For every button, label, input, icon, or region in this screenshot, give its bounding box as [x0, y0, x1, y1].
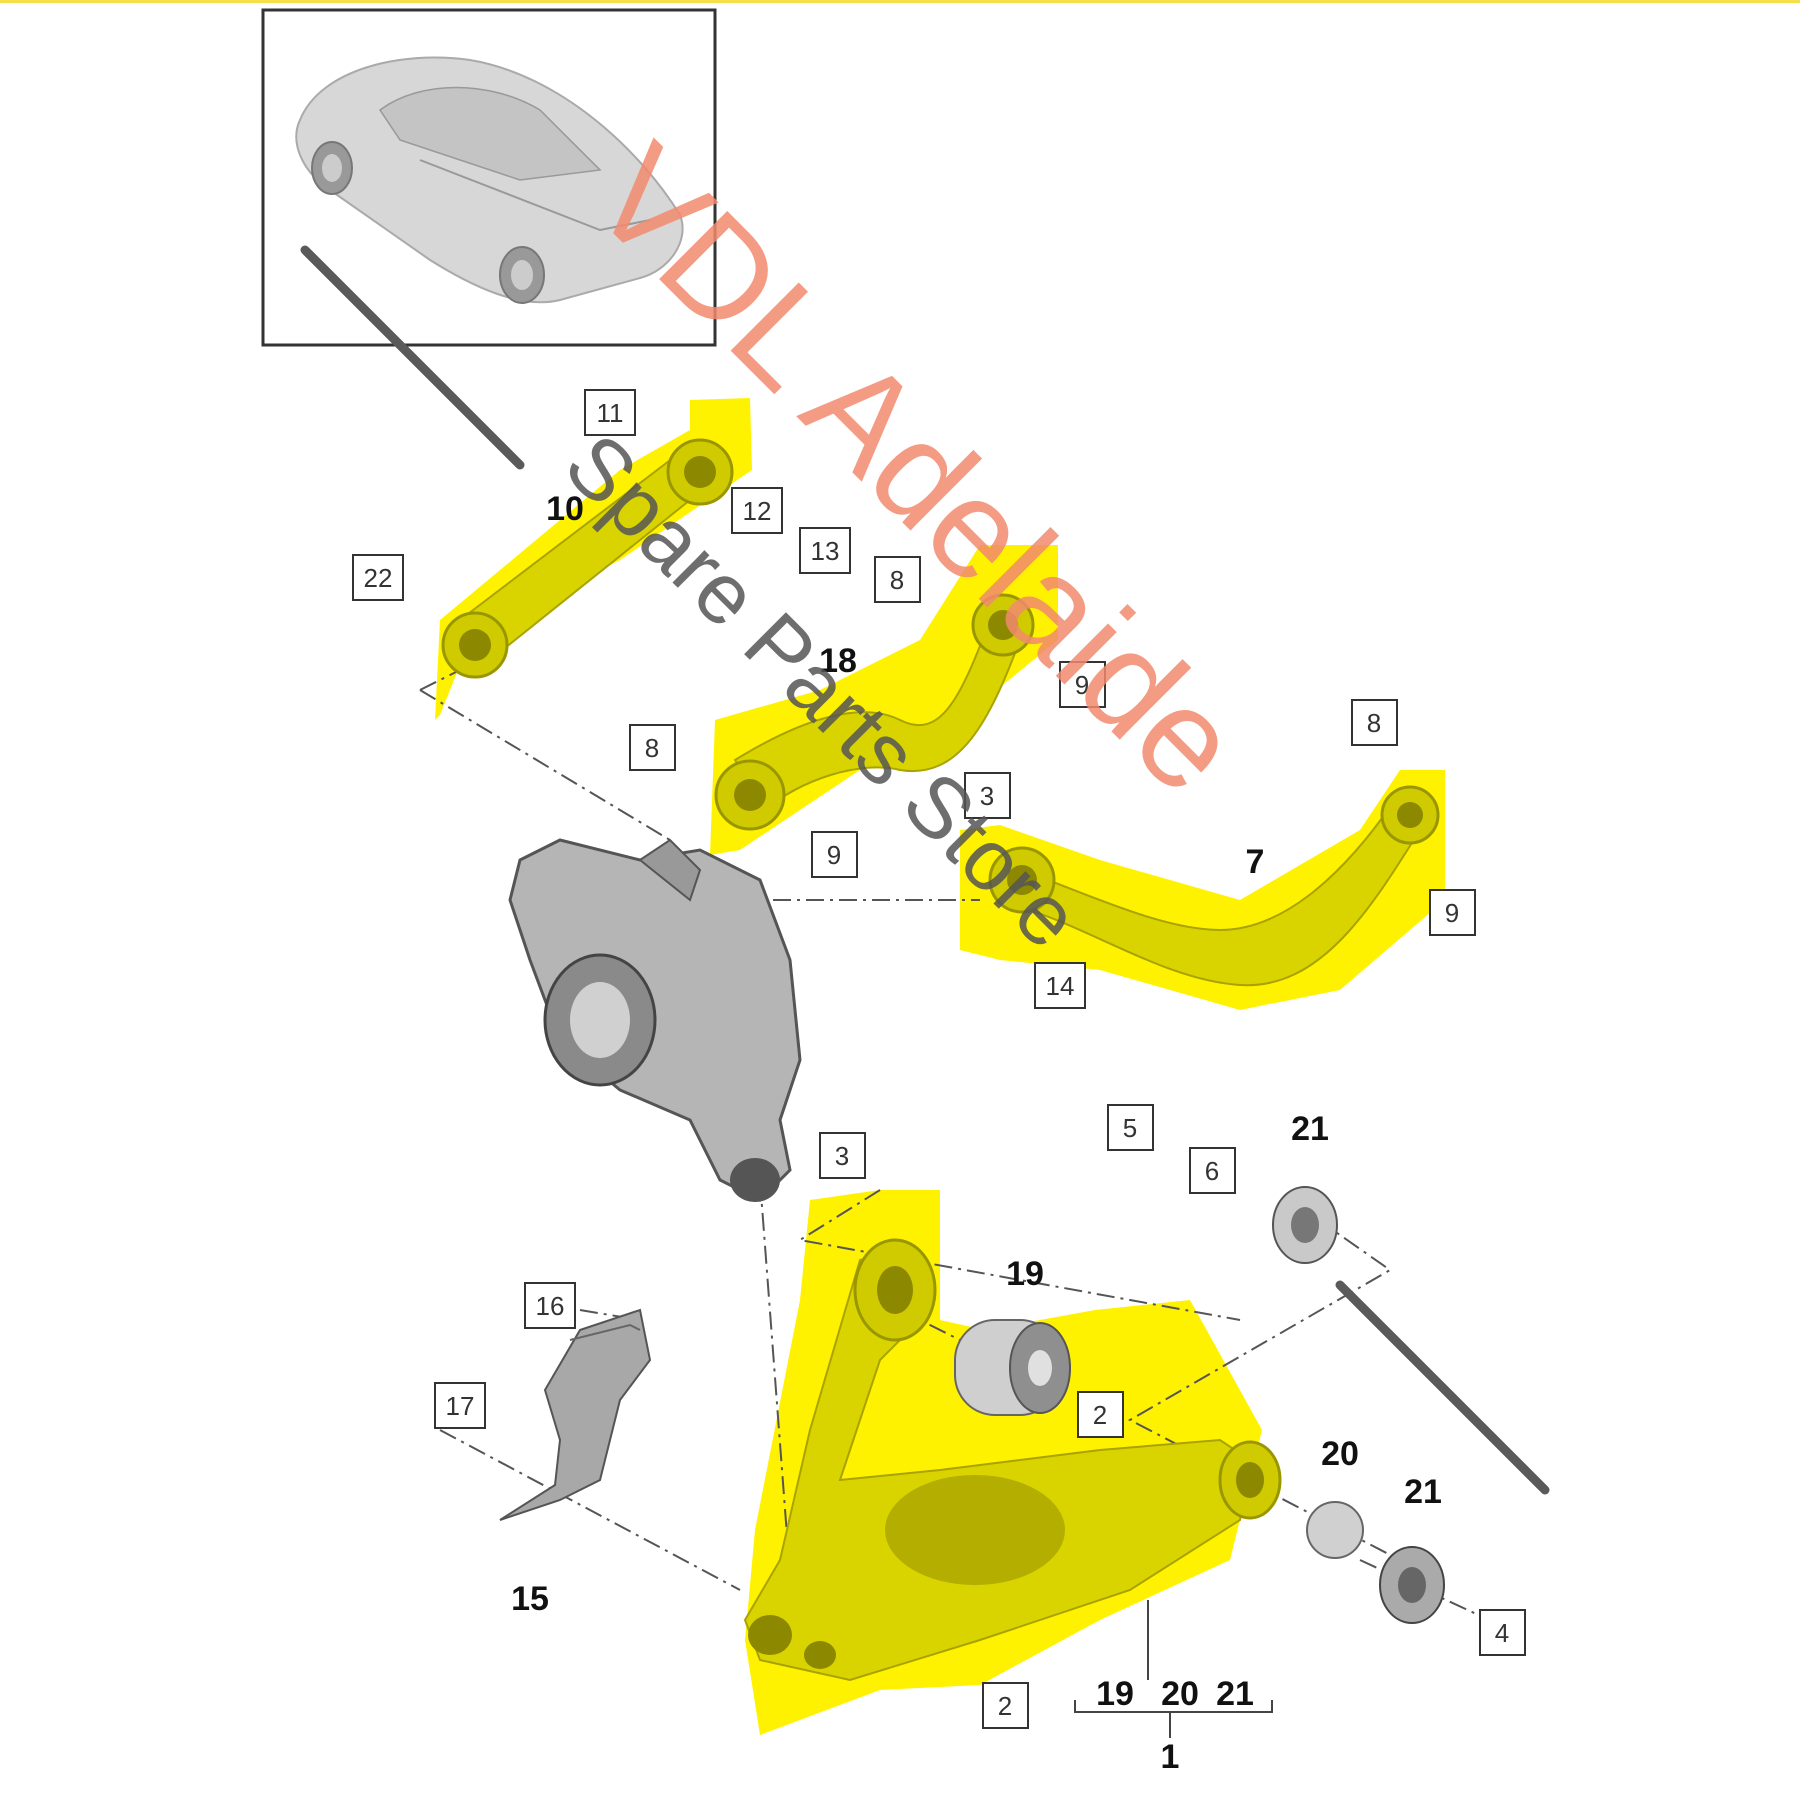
callout-10: 10: [546, 490, 584, 528]
svg-text:17: 17: [446, 1391, 475, 1421]
svg-text:8: 8: [645, 733, 659, 763]
callout-12: 12: [731, 487, 783, 534]
svg-text:8: 8: [1367, 708, 1381, 738]
svg-text:22: 22: [364, 563, 393, 593]
callout-1: 1: [1161, 1738, 1180, 1776]
watermark: VDL Adelaide Spare Parts Store: [547, 115, 1271, 967]
svg-text:9: 9: [827, 840, 841, 870]
svg-text:11: 11: [597, 398, 624, 428]
bushing-21-top-icon: [1272, 1186, 1338, 1264]
callout-16: 16: [524, 1282, 576, 1329]
callout-15: 15: [511, 1580, 549, 1618]
callout-9c: 9: [1429, 889, 1476, 936]
svg-text:4: 4: [1495, 1618, 1509, 1648]
callout-6: 6: [1189, 1147, 1236, 1194]
callout-8c: 8: [1351, 699, 1398, 746]
group-19: 19: [1096, 1675, 1134, 1713]
callout-5: 5: [1107, 1104, 1154, 1151]
callout-9b: 9: [811, 831, 858, 878]
callout-20: 20: [1321, 1435, 1359, 1473]
callout-7: 7: [1246, 843, 1265, 881]
callout-8a: 8: [874, 556, 921, 603]
callout-19: 19: [1006, 1255, 1044, 1293]
svg-text:13: 13: [811, 536, 840, 566]
group-21: 21: [1216, 1675, 1254, 1713]
toe-arm-part-7: [988, 785, 1440, 987]
callout-9a: 9: [1059, 661, 1106, 708]
svg-text:2: 2: [1093, 1400, 1107, 1430]
bushing-20-icon: [1306, 1501, 1364, 1559]
callout-22: 22: [352, 554, 404, 601]
camber-arm-part-18: [714, 593, 1035, 831]
callout-2b: 2: [982, 1682, 1029, 1729]
group-20: 20: [1161, 1675, 1199, 1713]
wheel-carrier-icon: [508, 838, 802, 1202]
svg-text:14: 14: [1046, 971, 1075, 1001]
bushing-19-icon: [954, 1319, 1071, 1416]
callout-21b: 21: [1404, 1473, 1442, 1511]
svg-text:16: 16: [536, 1291, 565, 1321]
callout-14: 14: [1034, 962, 1086, 1009]
callout-21a: 21: [1291, 1110, 1329, 1148]
svg-text:2: 2: [998, 1691, 1012, 1721]
upper-link-part-10: [441, 438, 734, 679]
svg-text:9: 9: [1075, 670, 1089, 700]
bushing-21-bottom-icon: [1379, 1546, 1445, 1624]
svg-text:3: 3: [835, 1141, 849, 1171]
callout-4: 4: [1479, 1609, 1526, 1656]
callout-13: 13: [799, 527, 851, 574]
svg-text:9: 9: [1445, 898, 1459, 928]
svg-text:6: 6: [1205, 1156, 1219, 1186]
callout-18: 18: [819, 642, 857, 680]
bushings: [954, 1186, 1445, 1624]
svg-text:8: 8: [890, 565, 904, 595]
callout-3a: 3: [964, 772, 1011, 819]
boxed-callouts: 11 12 13 22 8 9 8 9 8 3 9 14 5 6 3 16 17…: [352, 389, 1526, 1729]
svg-text:12: 12: [743, 496, 772, 526]
svg-text:5: 5: [1123, 1113, 1137, 1143]
callout-8b: 8: [629, 724, 676, 771]
lower-control-arm-icon: [743, 1238, 1282, 1682]
group-bracket: [1074, 1600, 1273, 1738]
bold-callouts: 10 18 7 21 19 20 21 15 19 20 21 1: [511, 490, 1442, 1776]
top-edge-line: [0, 0, 1800, 3]
callout-3b: 3: [819, 1132, 866, 1179]
heat-shield-icon: [499, 1308, 652, 1521]
svg-text:3: 3: [980, 781, 994, 811]
callout-11: 11: [584, 389, 636, 436]
callout-17: 17: [434, 1382, 486, 1429]
strike-lines: [300, 245, 1550, 1495]
callout-2a: 2: [1077, 1391, 1124, 1438]
